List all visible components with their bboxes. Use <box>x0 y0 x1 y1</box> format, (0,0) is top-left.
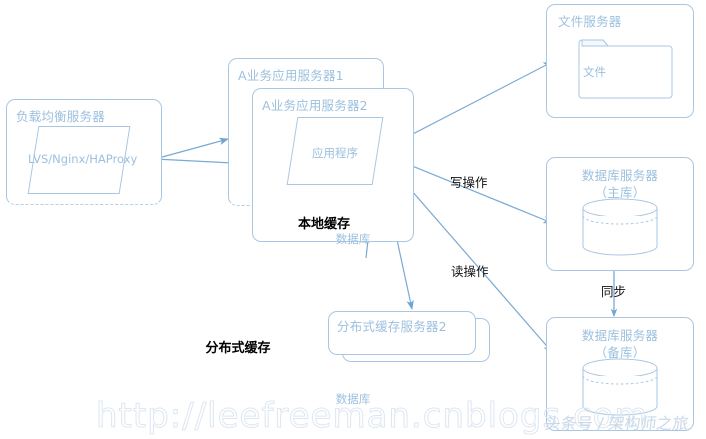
edge-label-sync: 同步 <box>601 284 627 299</box>
edge-label-write: 写操作 <box>450 175 488 190</box>
file-icon-label: 文件 <box>583 65 606 79</box>
db-master-title-line2: （主库） <box>594 185 646 200</box>
distributed-cache-card[interactable]: 分布式缓存服务器2 <box>328 311 476 355</box>
watermark-url: http://leefreeman.cnblogs.com <box>96 396 649 437</box>
db-master-icon-label: 数据库 <box>335 232 371 246</box>
local-cache-label: 本地缓存 <box>298 217 351 232</box>
db-slave-title-line2: （备库） <box>594 345 646 360</box>
edge-label-read: 读操作 <box>451 264 489 279</box>
file-server-card[interactable]: 文件服务器 <box>546 4 694 118</box>
edge-lb-to-app1 <box>154 137 229 160</box>
watermark-corner: 头条号 / 架构师之旅 <box>543 414 690 433</box>
application-program-label: 应用程序 <box>312 146 358 160</box>
load-balancer-title: 负载均衡服务器 <box>16 109 105 124</box>
file-server-title: 文件服务器 <box>558 14 622 29</box>
load-balancer-shape-label: LVS/Nginx/HAProxy <box>28 152 138 166</box>
app-server-2-title: A业务应用服务器2 <box>262 98 368 113</box>
db-slave-icon-label: 数据库 <box>335 392 371 406</box>
distributed-cache-title: 分布式缓存服务器2 <box>337 319 447 334</box>
app-server-1-title: A业务应用服务器1 <box>238 68 344 83</box>
db-master-title-line1: 数据库服务器 <box>581 168 659 183</box>
db-master-card[interactable]: 数据库服务器 （主库） <box>546 157 694 271</box>
db-slave-title-line1: 数据库服务器 <box>581 328 659 343</box>
distributed-cache-label: 分布式缓存 <box>205 341 271 356</box>
